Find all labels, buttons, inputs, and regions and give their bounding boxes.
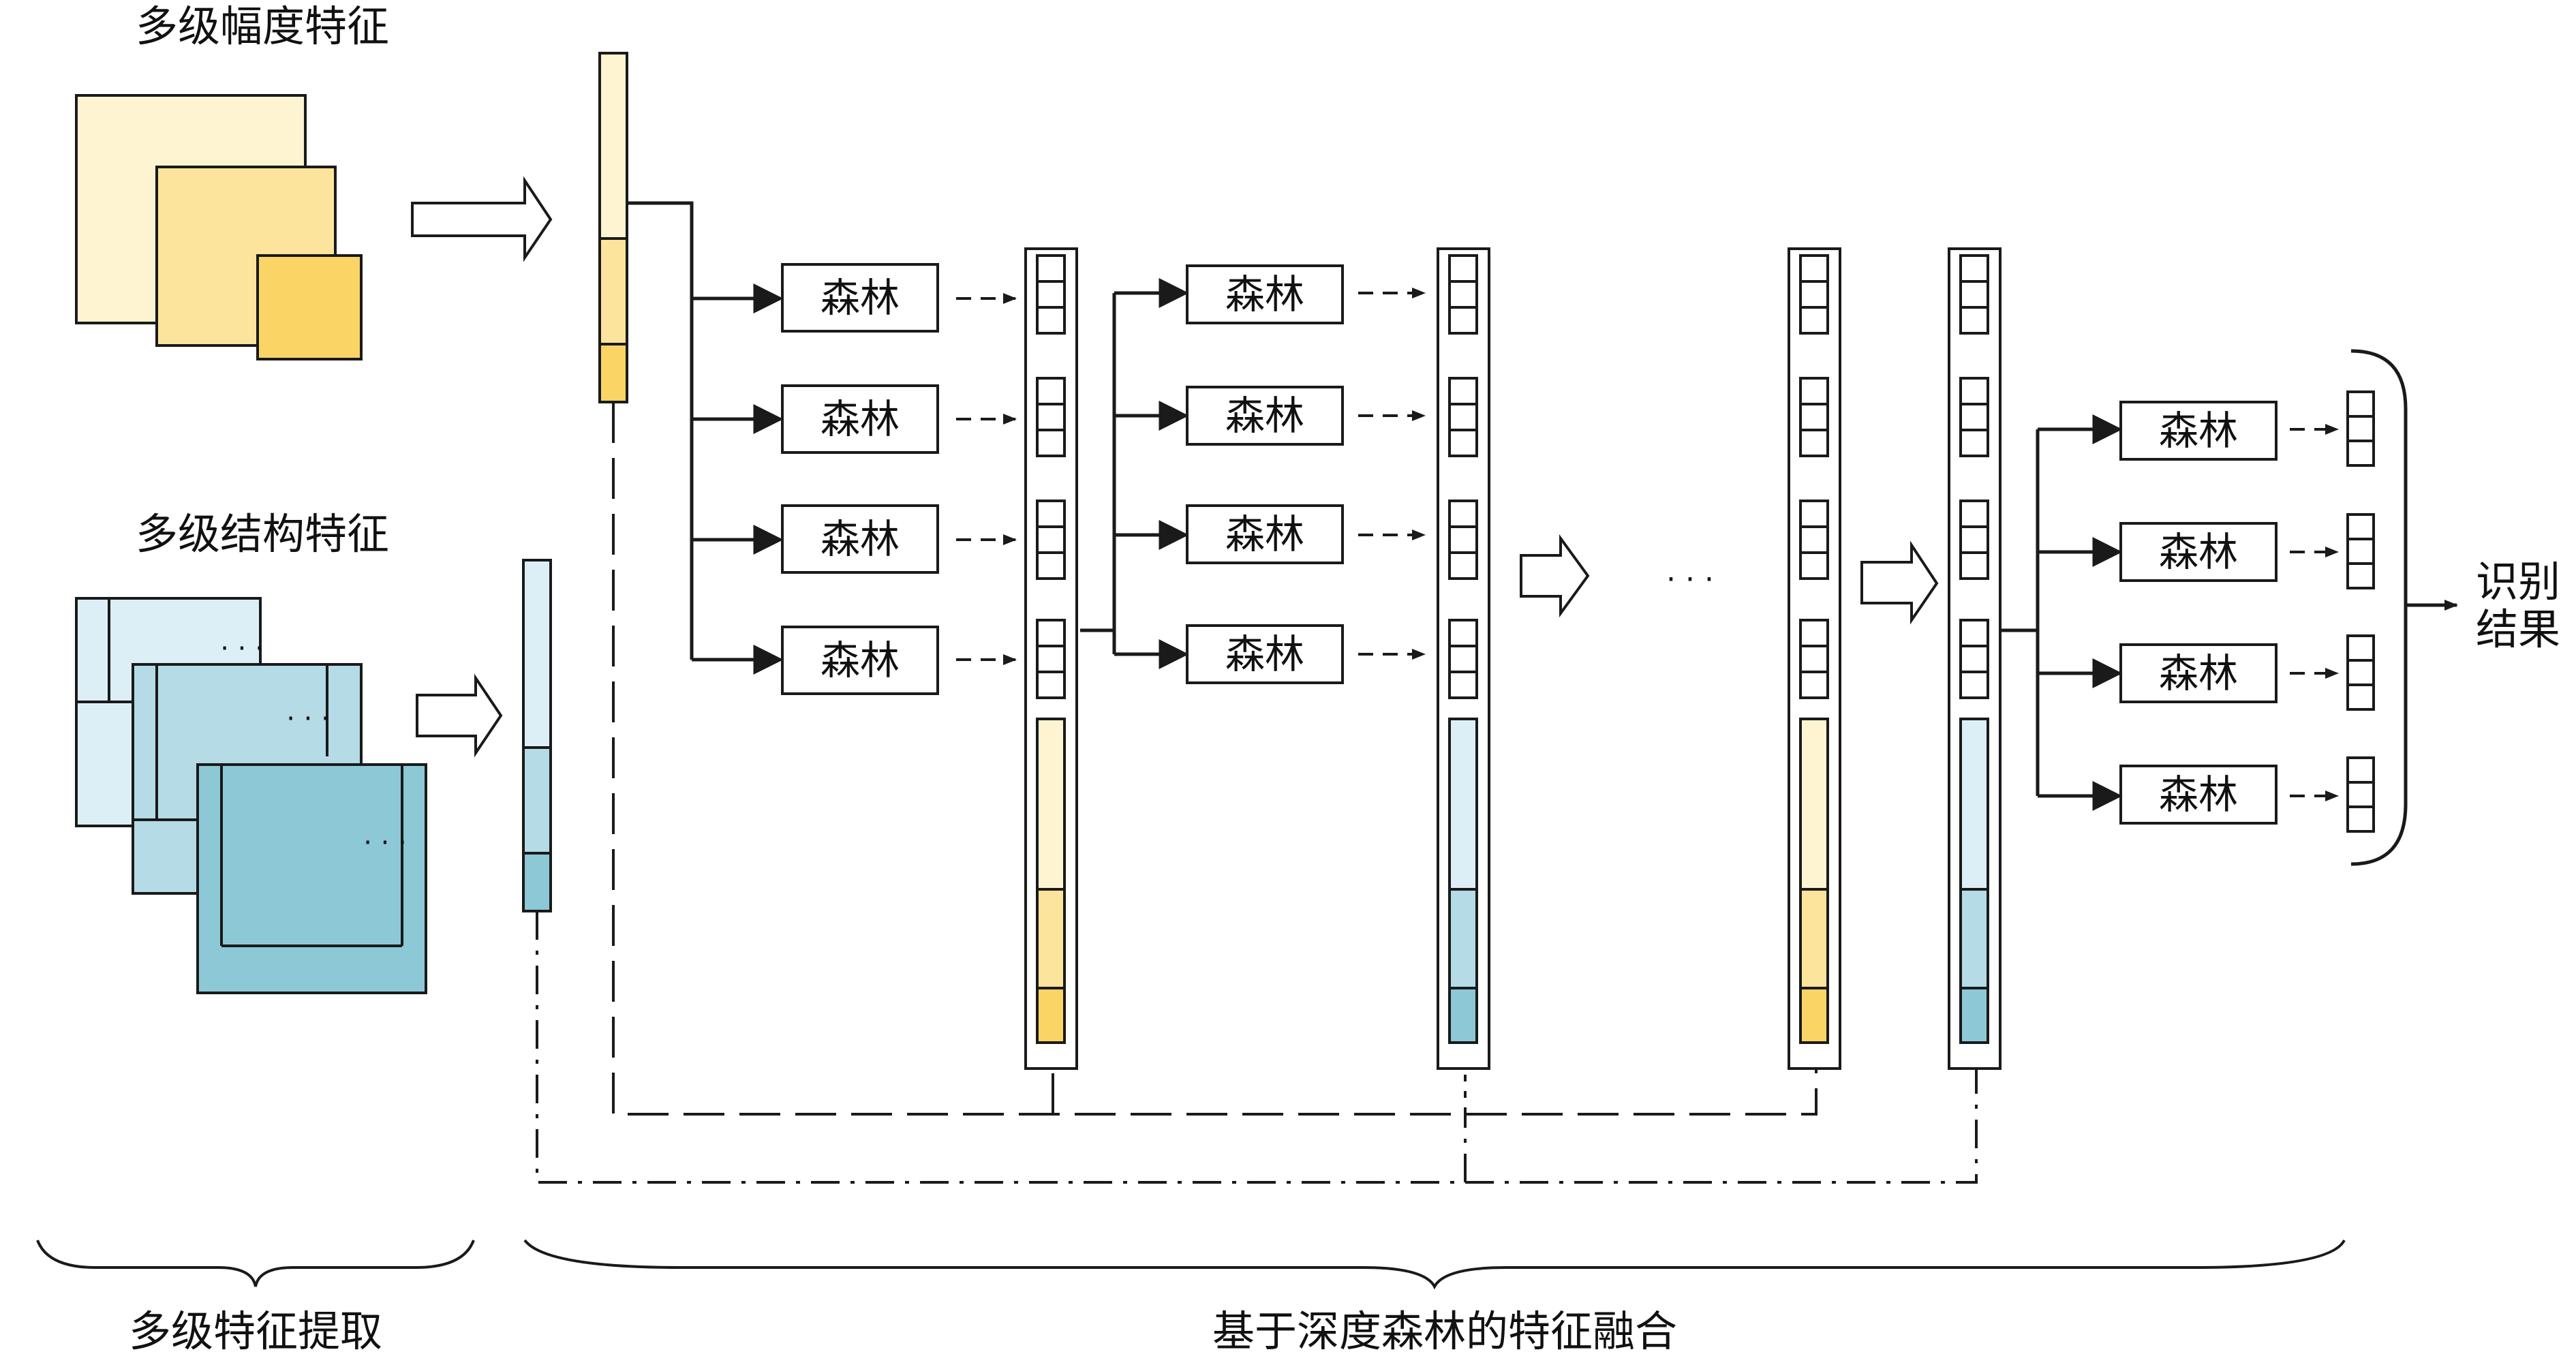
class-vector-1 xyxy=(1799,254,1829,335)
cascade-levels xyxy=(1024,247,2002,1070)
forest-box-l1-3: 森林 xyxy=(781,504,939,574)
cascade-vector-l1 xyxy=(1024,247,1078,1070)
class-vector-4 xyxy=(1036,619,1066,699)
hollow-arrows xyxy=(411,176,1939,758)
deep-forest-fusion-label: 基于深度森林的特征融合 xyxy=(1212,1306,1677,1352)
forest-label: 森林 xyxy=(821,637,900,683)
forest-box-final-2: 森林 xyxy=(2119,522,2278,582)
amplitude-flatten-arrow xyxy=(411,176,553,262)
structure-feature-vector xyxy=(522,559,552,912)
final-connectors xyxy=(2000,414,2123,811)
forest-label: 森林 xyxy=(1225,631,1304,677)
forest-box-final-3: 森林 xyxy=(2119,643,2278,703)
forest-label: 森林 xyxy=(1225,271,1304,318)
class-vector-2 xyxy=(1036,377,1066,457)
level2-connectors xyxy=(1080,278,1189,669)
structure-ellipsis-1: · · · xyxy=(220,633,264,664)
class-vector-1 xyxy=(1959,254,1989,335)
concatenated-feature-vector xyxy=(1036,718,1066,1044)
cascade-vector-ln xyxy=(1948,247,2002,1070)
class-vector-1 xyxy=(1448,254,1478,335)
final-class-vector-2 xyxy=(2346,513,2375,589)
extraction-brace xyxy=(36,1240,475,1287)
forest-output-arrows xyxy=(956,288,2339,801)
forest-box-final-4: 森林 xyxy=(2119,765,2278,825)
forest-box-l2-1: 森林 xyxy=(1186,264,1344,324)
class-vector-1 xyxy=(1036,254,1066,335)
final-class-vectors xyxy=(2346,390,2375,833)
structure-ellipsis-3: · · · xyxy=(363,827,407,859)
final-class-vector-1 xyxy=(2346,390,2375,467)
amplitude-reuse-line xyxy=(612,402,1818,1116)
class-vector-3 xyxy=(1036,500,1066,580)
class-vector-4 xyxy=(1448,619,1478,699)
feature-extraction-label: 多级特征提取 xyxy=(129,1306,382,1352)
class-vector-3 xyxy=(1799,500,1829,580)
structure-features-label: 多级结构特征 xyxy=(136,509,389,559)
forest-label: 森林 xyxy=(2159,771,2238,818)
cascade-vector-ln1 xyxy=(1788,247,1841,1070)
recognition-result-label-line1: 识别 xyxy=(2476,557,2560,606)
forest-label: 森林 xyxy=(2159,650,2238,696)
amplitude-feature-vector xyxy=(598,52,628,403)
final-class-vector-4 xyxy=(2346,756,2375,833)
structure-feature-maps: · · · · · · · · · xyxy=(75,597,427,994)
forest-label: 森林 xyxy=(1225,511,1304,557)
structure-flatten-arrow xyxy=(416,673,503,758)
forest-label: 森林 xyxy=(2159,529,2238,575)
final-class-vector-3 xyxy=(2346,634,2375,711)
cascade-vector-l2 xyxy=(1437,247,1490,1070)
forest-box-l2-3: 森林 xyxy=(1186,504,1344,564)
forest-box-final-1: 森林 xyxy=(2119,401,2278,461)
cascade-arrow-1 xyxy=(1520,534,1590,618)
recognition-result-label-line2: 结果 xyxy=(2476,604,2560,654)
forest-label: 森林 xyxy=(1225,393,1304,439)
forest-label: 森林 xyxy=(2159,408,2238,454)
level1-connectors xyxy=(627,201,784,675)
forest-label: 森林 xyxy=(821,516,900,562)
concatenated-feature-vector xyxy=(1799,718,1829,1044)
forest-box-l1-1: 森林 xyxy=(781,263,939,333)
forest-box-l1-4: 森林 xyxy=(781,626,939,695)
concatenated-feature-vector xyxy=(1959,718,1989,1044)
forest-label: 森林 xyxy=(821,396,900,442)
structure-reuse-line xyxy=(536,911,1978,1184)
class-vector-2 xyxy=(1959,377,1989,457)
forest-label: 森林 xyxy=(821,275,900,321)
structure-ellipsis-2: · · · xyxy=(286,703,330,735)
structure-map-level-3 xyxy=(196,763,427,994)
concatenated-feature-vector xyxy=(1448,718,1478,1044)
amplitude-features-label: 多级幅度特征 xyxy=(136,1,389,51)
class-vector-3 xyxy=(1448,500,1478,580)
forest-box-l1-2: 森林 xyxy=(781,384,939,454)
class-vector-2 xyxy=(1448,377,1478,457)
amplitude-feature-maps xyxy=(75,94,363,360)
class-vector-3 xyxy=(1959,500,1989,580)
amplitude-map-level-3 xyxy=(256,254,363,360)
class-vector-4 xyxy=(1799,619,1829,699)
cascade-ellipsis: · · · xyxy=(1666,562,1714,597)
forest-box-l2-4: 森林 xyxy=(1186,624,1344,684)
fusion-brace xyxy=(523,1239,2346,1290)
class-vector-4 xyxy=(1959,619,1989,699)
class-vector-2 xyxy=(1799,377,1829,457)
forest-box-l2-2: 森林 xyxy=(1186,386,1344,446)
cascade-arrow-2 xyxy=(1860,540,1939,625)
